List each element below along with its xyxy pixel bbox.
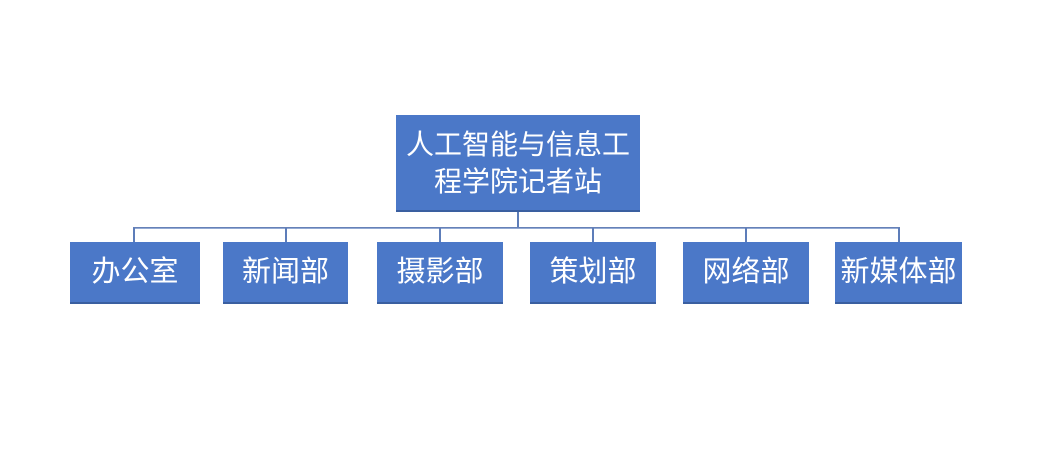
org-node-planning-dept: 策划部 [530, 242, 656, 304]
org-node-new-media-dept-label: 新媒体部 [840, 255, 957, 288]
connector-drop-planning-dept [592, 228, 594, 242]
connector-drop-office [133, 228, 135, 242]
org-node-news-dept: 新闻部 [223, 242, 348, 304]
org-node-photography-dept-label: 摄影部 [396, 255, 484, 288]
org-node-root-label: 人工智能与信息工程学院记者站 [405, 128, 630, 197]
org-node-office-label: 办公室 [91, 255, 179, 288]
connector-horizontal-bus [133, 227, 900, 229]
connector-drop-news-dept [285, 228, 287, 242]
org-node-network-dept: 网络部 [683, 242, 809, 304]
connector-drop-network-dept [745, 228, 747, 242]
connector-drop-new-media-dept [898, 228, 900, 242]
org-node-new-media-dept: 新媒体部 [835, 242, 962, 304]
connector-root-stem [517, 212, 519, 228]
org-node-planning-dept-label: 策划部 [549, 255, 637, 288]
org-node-office: 办公室 [70, 242, 200, 304]
org-node-root: 人工智能与信息工程学院记者站 [396, 115, 640, 212]
org-node-network-dept-label: 网络部 [702, 255, 790, 288]
connector-drop-photography-dept [439, 228, 441, 242]
org-node-photography-dept: 摄影部 [377, 242, 503, 304]
org-node-news-dept-label: 新闻部 [241, 255, 329, 288]
